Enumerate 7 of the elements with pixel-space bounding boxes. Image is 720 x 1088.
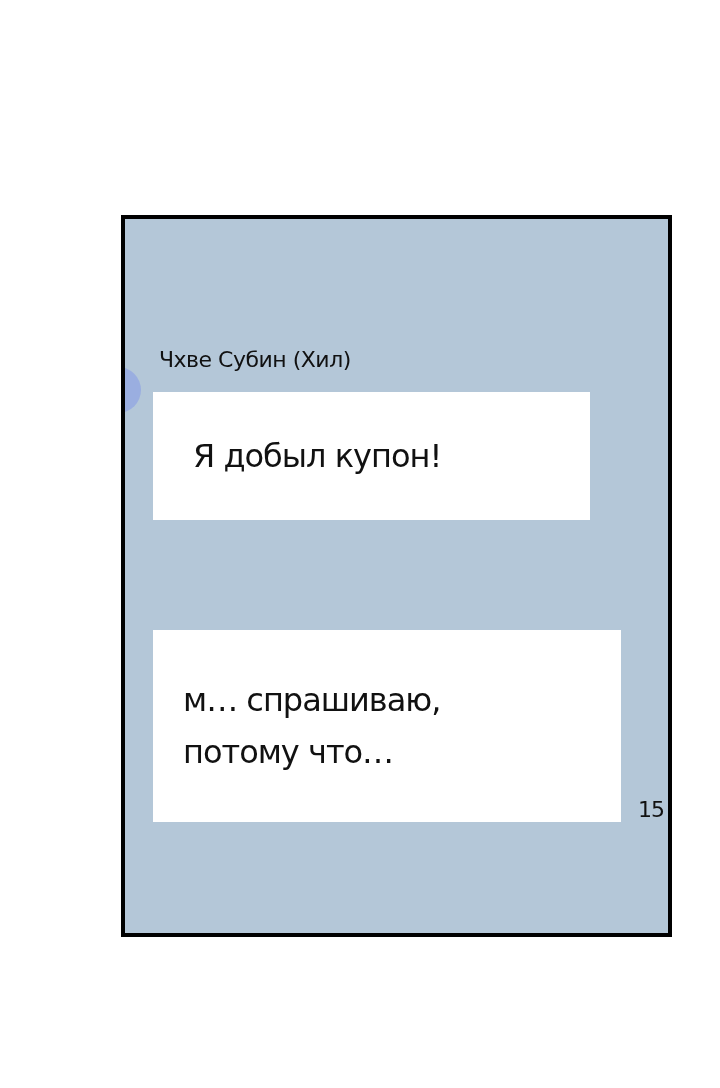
- sender-name: Чхве Субин (Хил): [159, 347, 351, 372]
- message-bubble: [153, 392, 590, 520]
- message-text: м… спрашиваю, потому что…: [183, 680, 442, 773]
- message-text: Я добыл купон!: [193, 436, 442, 477]
- chat-panel: [121, 215, 672, 937]
- message-bubble: [153, 630, 621, 822]
- page-number: 15: [638, 797, 664, 822]
